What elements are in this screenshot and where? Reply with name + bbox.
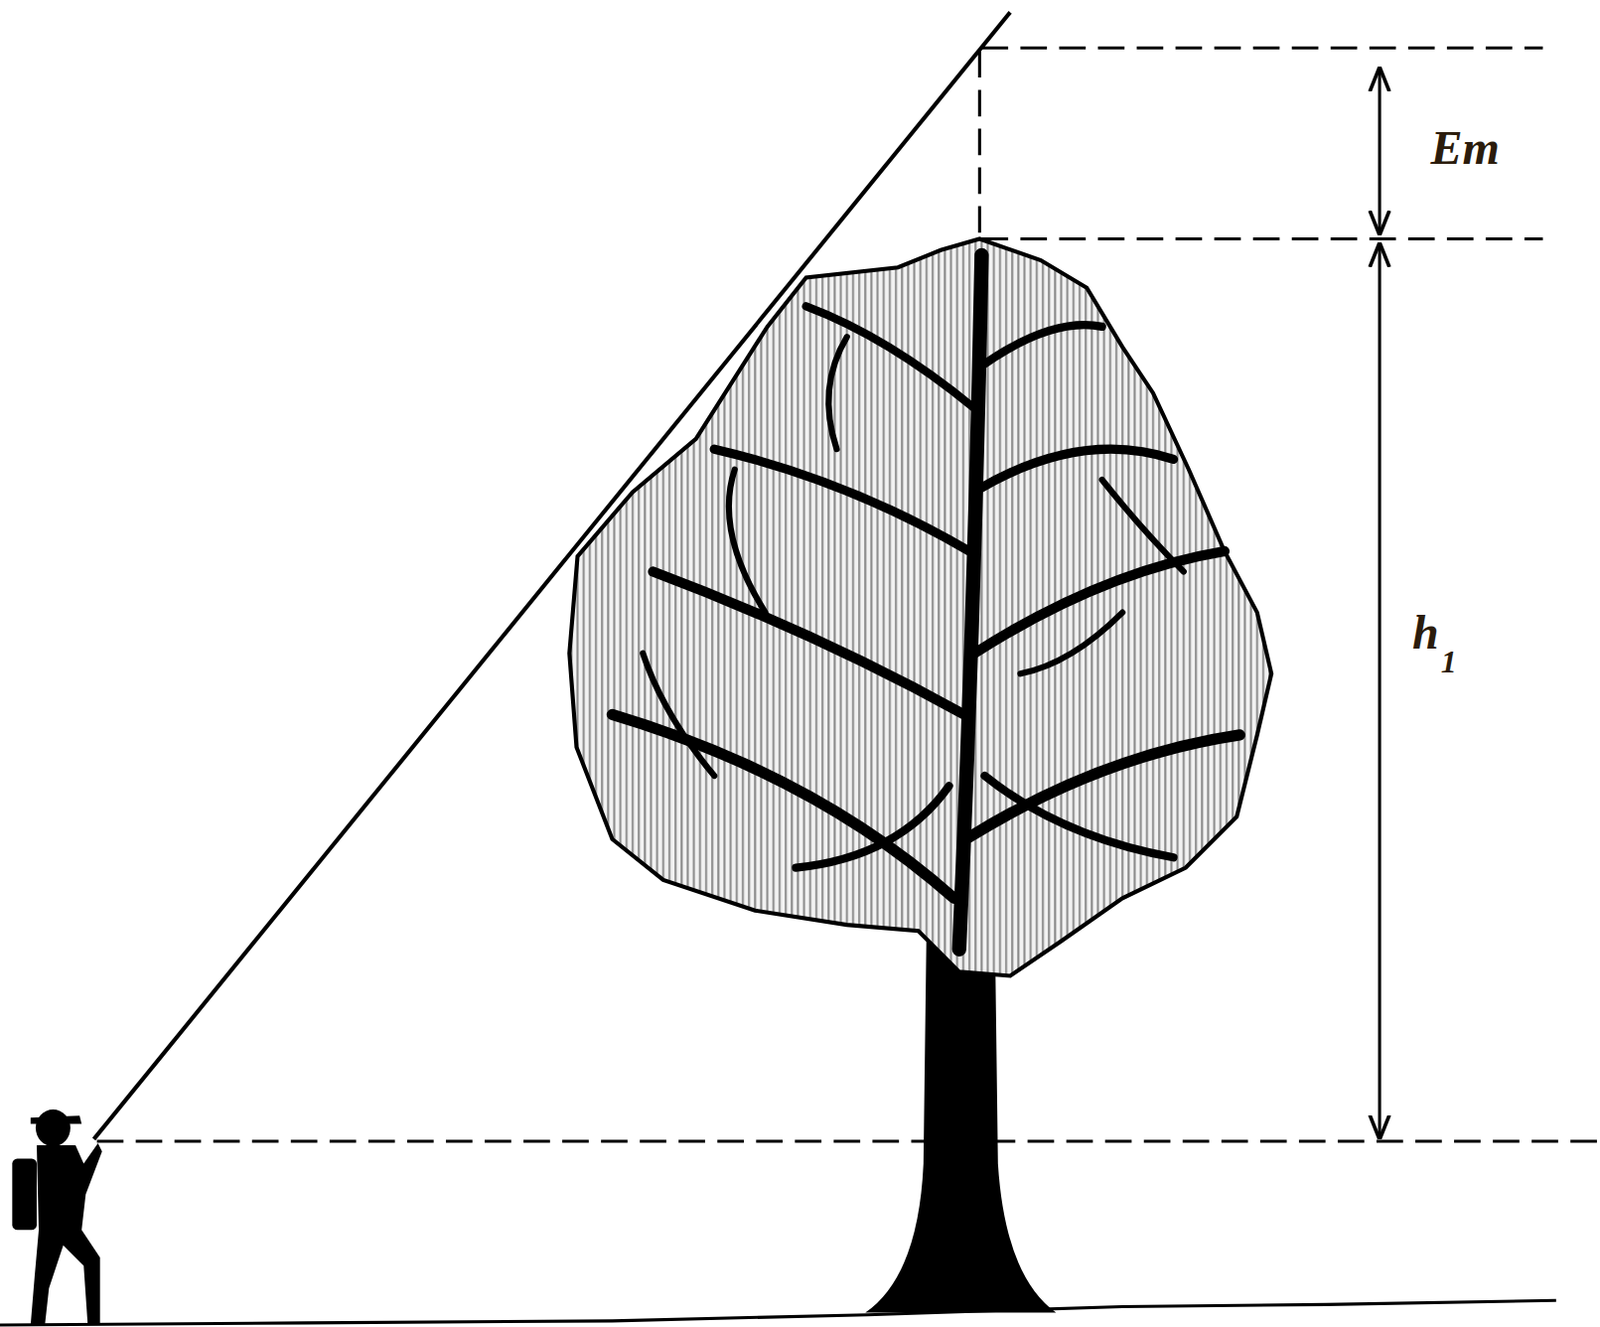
ground-line [0, 1300, 1557, 1325]
tree-crown [569, 238, 1272, 976]
tree-trunk [865, 928, 1056, 1312]
observer-figure [11, 1109, 102, 1325]
sight-line [94, 11, 1012, 1140]
dimension-label: Em [1430, 124, 1499, 172]
dimension-label: h [1412, 608, 1440, 657]
dimension-arrow [1378, 69, 1382, 1138]
tree-branches [611, 255, 1240, 950]
subscript-label: 1 [1441, 645, 1457, 678]
